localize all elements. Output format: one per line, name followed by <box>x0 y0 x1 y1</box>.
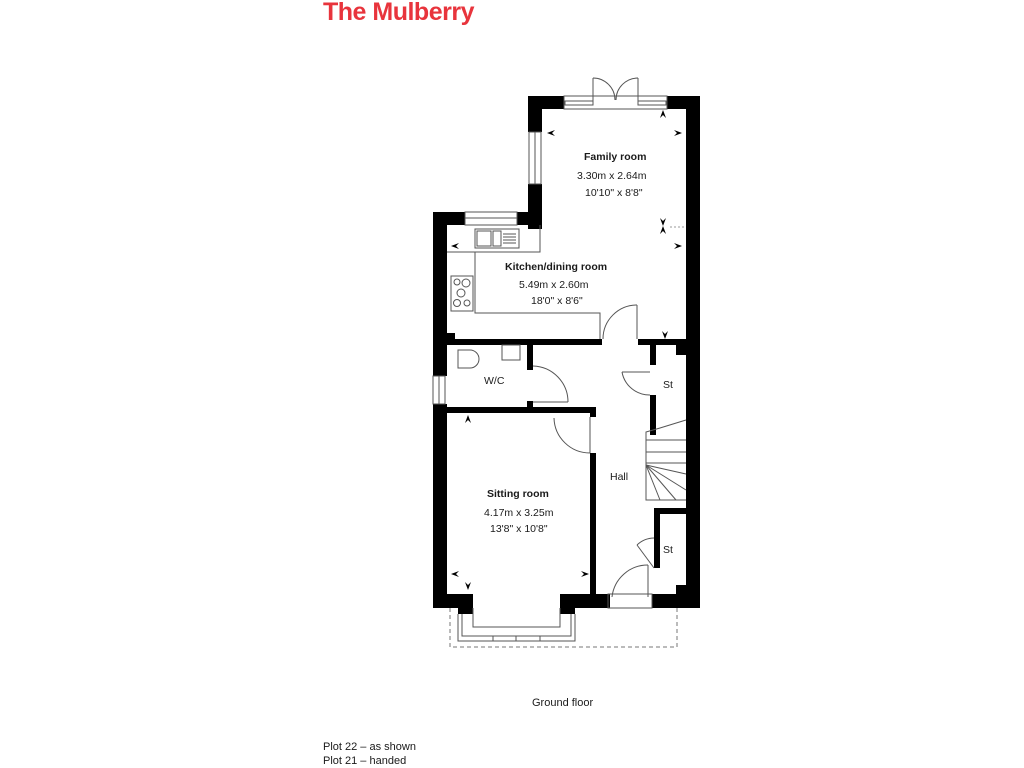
room-name-sitting: Sitting room <box>487 488 549 500</box>
room-imperial-family: 10'10" x 8'8" <box>585 187 643 199</box>
page-title: The Mulberry <box>323 0 474 26</box>
room-name-family: Family room <box>584 151 647 163</box>
room-imperial-sitting: 13'8" x 10'8" <box>490 523 548 535</box>
floor-label: Ground floor <box>532 697 594 709</box>
room-metric-sitting: 4.17m x 3.25m <box>484 507 554 519</box>
room-metric-kitchen: 5.49m x 2.60m <box>519 279 589 291</box>
room-name-store-upper: St <box>663 379 673 391</box>
plot-note: Plot 22 – as shown <box>323 741 416 753</box>
room-name-kitchen: Kitchen/dining room <box>505 261 608 273</box>
walls <box>433 96 700 614</box>
room-imperial-kitchen: 18'0" x 8'6" <box>531 295 583 307</box>
room-name-wc: W/C <box>484 375 505 387</box>
room-name-store-lower: St <box>663 544 673 556</box>
plot-note: Plot 21 – handed <box>323 755 407 767</box>
room-name-hall: Hall <box>610 471 629 483</box>
room-metric-family: 3.30m x 2.64m <box>577 170 647 182</box>
plot-notes: Plot 22 – as shown Plot 21 – handed <box>323 740 416 768</box>
